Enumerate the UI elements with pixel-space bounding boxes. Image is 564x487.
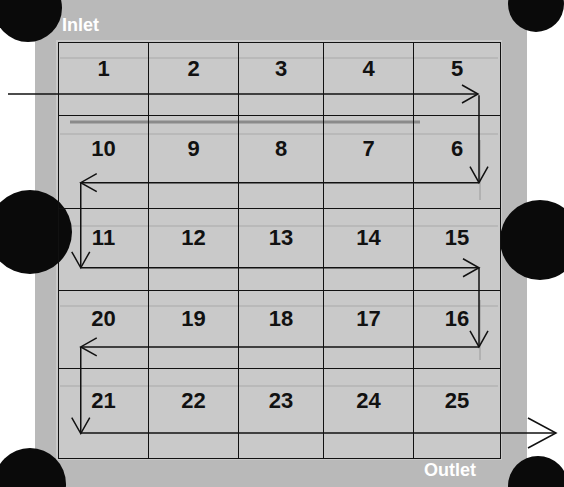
grid-cell: 4 [323, 42, 414, 116]
grid-cell: 3 [238, 42, 324, 116]
cell-number: 2 [187, 58, 199, 80]
cell-number: 4 [362, 58, 374, 80]
outlet-arrow [80, 418, 556, 448]
arrow-line [80, 183, 82, 268]
cell-number: 15 [445, 227, 469, 249]
arrow-line [80, 347, 82, 434]
grid-cell: 11 [58, 208, 149, 291]
grid-cell: 23 [238, 368, 324, 459]
chip-texture [60, 58, 498, 386]
grid-cell: 19 [148, 290, 239, 369]
cell-number: 9 [187, 138, 199, 160]
cell-number: 11 [92, 227, 115, 249]
cell-number: 25 [445, 390, 469, 412]
cell-number: 10 [91, 138, 115, 160]
arrow-head [72, 418, 90, 434]
arrow-line [478, 268, 480, 347]
flow-arrow [470, 268, 488, 347]
cell-number: 8 [275, 138, 287, 160]
cell-number: 14 [356, 227, 380, 249]
grid-cell: 10 [58, 115, 149, 209]
flow-arrow [470, 95, 488, 182]
cell-number: 18 [269, 308, 293, 330]
arrow-head [470, 167, 488, 183]
grid-cell: 8 [238, 115, 324, 209]
flow-arrow [81, 338, 479, 356]
cell-number: 17 [356, 308, 380, 330]
flow-arrow [81, 259, 479, 277]
cell-number: 3 [275, 58, 287, 80]
cell-number: 21 [91, 390, 115, 412]
grid-cell: 25 [413, 368, 501, 459]
arrow-head [81, 338, 97, 356]
cell-number: 7 [362, 138, 374, 160]
grid-cell: 16 [413, 290, 501, 369]
grid-cell: 7 [323, 115, 414, 209]
grid-cell: 6 [413, 115, 501, 209]
port-label: Outlet [424, 461, 476, 479]
arrow-line [478, 95, 480, 182]
cell-number: 19 [181, 308, 205, 330]
arrow-line [81, 267, 479, 269]
grid-cell: 17 [323, 290, 414, 369]
arrow-line [81, 346, 479, 348]
cell-number: 1 [97, 58, 109, 80]
cell-number: 23 [269, 390, 293, 412]
grid-cell: 5 [413, 42, 501, 116]
arrow-head [72, 252, 90, 268]
grid-cell: 1 [58, 42, 149, 116]
flow-arrow [72, 347, 90, 434]
cell-number: 6 [451, 138, 463, 160]
grid-cell: 20 [58, 290, 149, 369]
inlet-arrow [8, 85, 478, 103]
grid-cell: 2 [148, 42, 239, 116]
grid-cell: 14 [323, 208, 414, 291]
flow-arrow [81, 174, 479, 192]
grid-cell: 9 [148, 115, 239, 209]
cell-number: 16 [445, 308, 469, 330]
flow-arrow [72, 183, 90, 268]
cell-number: 22 [181, 390, 205, 412]
cell-number: 5 [451, 58, 463, 80]
arrow-head [463, 259, 479, 277]
grid-cell: 21 [58, 368, 149, 459]
chip-ground [35, 0, 527, 487]
grid-cell: 15 [413, 208, 501, 291]
port-label: Inlet [62, 16, 99, 34]
arrow-head [470, 331, 488, 347]
cell-number: 24 [356, 390, 380, 412]
grid-cell: 22 [148, 368, 239, 459]
arrow-head [81, 174, 97, 192]
cell-number: 12 [181, 227, 205, 249]
cell-number: 13 [269, 227, 293, 249]
chamber-area [56, 40, 502, 460]
grid-cell: 18 [238, 290, 324, 369]
arrow-line [81, 182, 479, 184]
cell-number: 20 [91, 308, 115, 330]
grid-cell: 24 [323, 368, 414, 459]
grid-cell: 13 [238, 208, 324, 291]
grid-cell: 12 [148, 208, 239, 291]
